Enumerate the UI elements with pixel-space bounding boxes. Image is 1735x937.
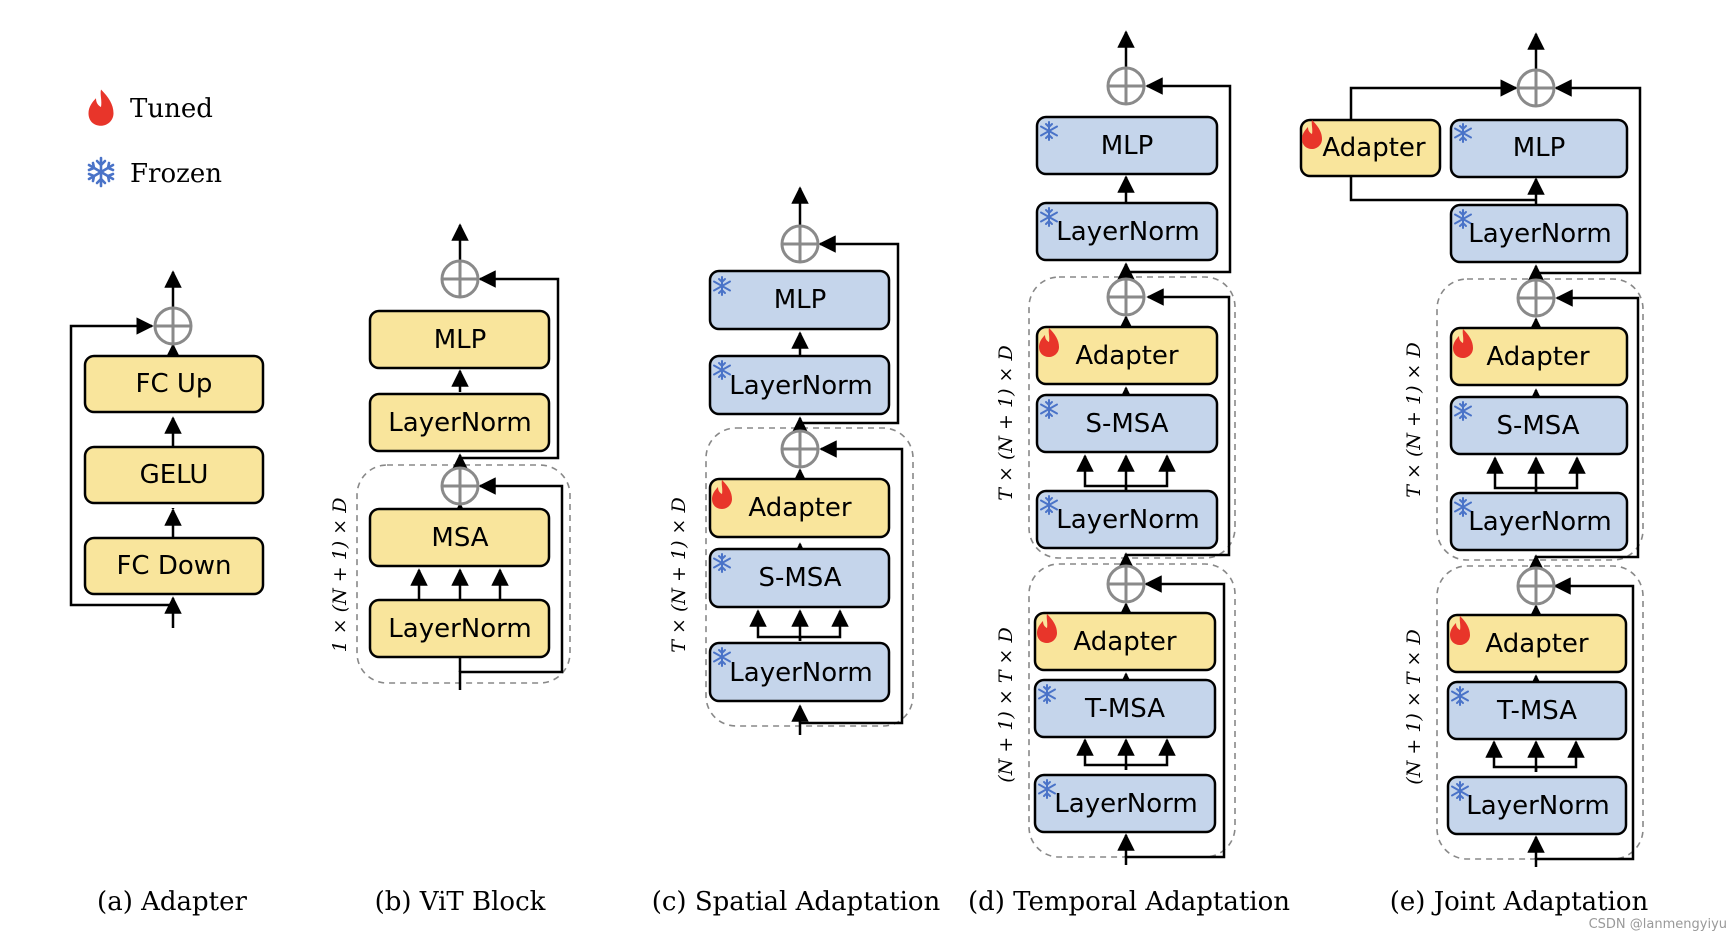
adapter-label: Adapter	[1485, 629, 1588, 659]
fc-up-label: FC Up	[136, 369, 213, 399]
repeat-group	[705, 427, 914, 727]
legend-tuned-label: Tuned	[130, 94, 213, 124]
layernorm-block	[1449, 203, 1629, 264]
layernorm-label: LayerNorm	[1054, 789, 1197, 819]
mlp-label: MLP	[1101, 131, 1154, 161]
adapter-block	[1446, 613, 1628, 674]
t-msa-block	[1446, 680, 1628, 741]
layernorm-block	[708, 354, 891, 416]
add-node-icon	[153, 306, 193, 346]
layernorm-label: LayerNorm	[388, 614, 531, 644]
add-node-icon	[780, 224, 820, 264]
s-msa-label: S-MSA	[758, 563, 841, 593]
msa-label: MSA	[431, 523, 488, 553]
layernorm-block	[368, 392, 551, 453]
fc-up-block	[83, 354, 265, 414]
adapter-block	[1033, 611, 1217, 672]
adapter-label: Adapter	[1075, 341, 1178, 371]
fc-down-block	[83, 536, 265, 596]
t-msa-label: T-MSA	[1496, 696, 1577, 726]
mlp-label: MLP	[1513, 133, 1566, 163]
adapter-label: Adapter	[1073, 627, 1176, 657]
layernorm-block	[368, 598, 551, 659]
repeat-label-temporal-lower: (N + 1) × T × D	[995, 627, 1017, 782]
panel-joint-adaptation: T × (N + 1) × D (N + 1) × T × D	[1299, 32, 1649, 917]
s-msa-block	[1449, 395, 1629, 456]
legend: Tuned Frozen	[87, 89, 222, 189]
panel-vit-block: 1 × (N + 1) × D MLP LayerNorm MSA LayerN…	[329, 223, 571, 917]
gelu-block	[83, 445, 265, 505]
add-node-icon	[1516, 278, 1556, 318]
s-msa-label: S-MSA	[1496, 411, 1579, 441]
layernorm-block	[1446, 775, 1628, 836]
layernorm-label: LayerNorm	[1056, 505, 1199, 535]
add-node-icon	[440, 466, 480, 506]
caption-e: (e) Joint Adaptation	[1390, 887, 1649, 917]
layernorm-label: LayerNorm	[388, 408, 531, 438]
repeat-label-temporal-upper: T × (N + 1) × D	[995, 345, 1017, 500]
add-node-icon	[1516, 68, 1556, 108]
s-msa-label: S-MSA	[1085, 409, 1168, 439]
panel-spatial-adaptation: T × (N + 1) × D MLP LayerNorm Adapter S-…	[652, 186, 941, 917]
legend-frozen-label: Frozen	[130, 159, 222, 189]
layernorm-block	[1035, 201, 1219, 262]
layernorm-label: LayerNorm	[729, 658, 872, 688]
mlp-block	[368, 309, 551, 370]
s-msa-block	[1035, 393, 1219, 454]
mlp-label: MLP	[434, 325, 487, 355]
caption-b: (b) ViT Block	[375, 887, 546, 917]
layernorm-block	[708, 641, 891, 703]
t-msa-label: T-MSA	[1084, 694, 1165, 724]
mlp-label: MLP	[774, 285, 827, 315]
caption-c: (c) Spatial Adaptation	[652, 887, 941, 917]
repeat-label-vit: 1 × (N + 1) × D	[329, 498, 351, 653]
caption-a: (a) Adapter	[97, 887, 247, 917]
adapter-block	[1449, 326, 1629, 387]
fc-down-label: FC Down	[116, 551, 231, 581]
adapter-block	[1299, 118, 1442, 178]
adapter-label: Adapter	[1322, 133, 1425, 163]
add-node-icon	[1106, 564, 1146, 604]
repeat-group	[1028, 276, 1236, 559]
layernorm-label: LayerNorm	[1468, 219, 1611, 249]
adapter-block	[1035, 325, 1219, 386]
gelu-label: GELU	[140, 460, 209, 490]
panel-adapter: FC Up GELU FC Down (a) Adapter	[69, 270, 265, 917]
s-msa-block	[708, 547, 891, 609]
layernorm-label: LayerNorm	[1056, 217, 1199, 247]
layernorm-label: LayerNorm	[729, 371, 872, 401]
mlp-block	[1449, 118, 1629, 179]
repeat-label-joint-lower: (N + 1) × T × D	[1403, 629, 1425, 784]
repeat-group	[356, 464, 571, 684]
layernorm-block	[1035, 489, 1219, 550]
repeat-label-spatial: T × (N + 1) × D	[668, 497, 690, 652]
snowflake-icon	[87, 156, 115, 188]
add-node-icon	[780, 429, 820, 469]
msa-block	[368, 507, 551, 568]
adapter-label: Adapter	[748, 493, 851, 523]
flame-icon	[88, 89, 114, 126]
adapter-block	[708, 477, 891, 539]
add-node-icon	[440, 259, 480, 299]
panel-temporal-adaptation: T × (N + 1) × D (N + 1) × T × D MLP	[968, 30, 1290, 917]
layernorm-label: LayerNorm	[1466, 791, 1609, 821]
repeat-label-joint-upper: T × (N + 1) × D	[1403, 342, 1425, 497]
layernorm-block	[1033, 773, 1217, 834]
layernorm-block	[1449, 491, 1629, 552]
adapter-label: Adapter	[1486, 342, 1589, 372]
caption-d: (d) Temporal Adaptation	[968, 887, 1290, 917]
repeat-group	[1436, 565, 1644, 860]
mlp-block	[1035, 115, 1219, 176]
add-node-icon	[1516, 566, 1556, 606]
layernorm-label: LayerNorm	[1468, 507, 1611, 537]
add-node-icon	[1106, 277, 1146, 317]
add-node-icon	[1106, 66, 1146, 106]
repeat-group	[1028, 563, 1236, 858]
t-msa-block	[1033, 678, 1217, 739]
mlp-block	[708, 269, 891, 331]
repeat-group	[1436, 278, 1644, 561]
watermark: CSDN @lanmengyiyu	[1589, 917, 1727, 932]
